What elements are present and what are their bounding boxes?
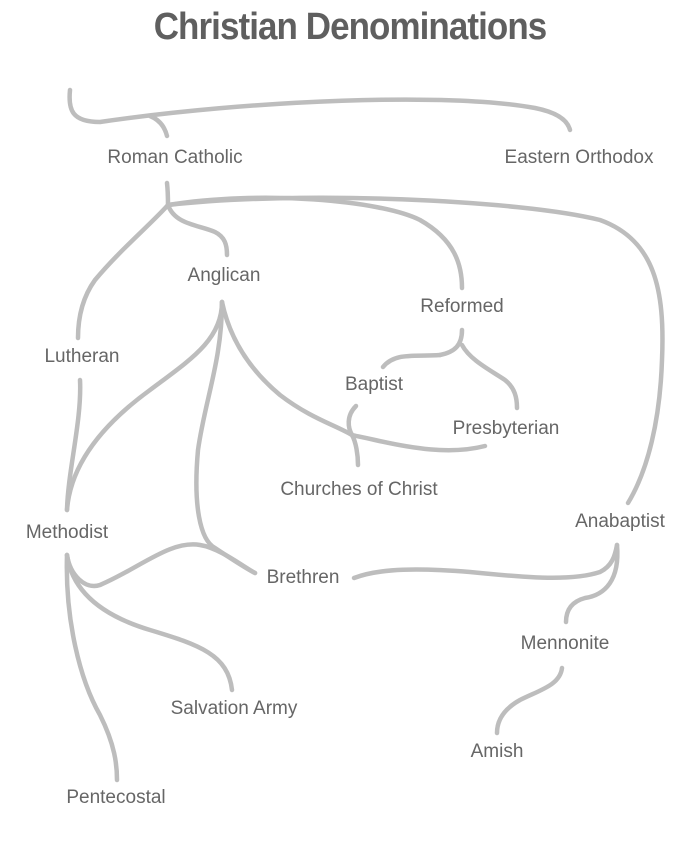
connector-mennonite-amish [494, 665, 565, 736]
node-brethren: Brethren [266, 567, 340, 588]
connector-rc-top [147, 113, 170, 139]
connector-anglican-methodist [64, 299, 225, 513]
connector-reformed-baptist [380, 352, 443, 370]
connector-anabaptist-mennonite [563, 542, 620, 625]
connector-rc-stem [164, 180, 171, 208]
node-baptist: Baptist [344, 374, 404, 395]
node-presbyterian: Presbyterian [452, 418, 560, 439]
node-mennonite: Mennonite [520, 633, 610, 654]
node-reformed: Reformed [420, 296, 504, 317]
connector-rc-anabaptist [165, 195, 665, 506]
node-lutheran: Lutheran [44, 346, 120, 367]
connector-reformed-presbyterian [459, 342, 520, 411]
connector-rc-lutheran [75, 202, 171, 341]
node-methodist: Methodist [25, 522, 109, 543]
connector-rc-anglican [165, 202, 230, 258]
connector-methodist-salvation [64, 552, 235, 693]
node-anglican: Anglican [187, 265, 261, 286]
connector-presbyterian-coc [349, 432, 488, 453]
diagram-title: Christian Denominations [153, 6, 548, 48]
node-churches-of-christ: Churches of Christ [280, 479, 438, 500]
connector-brethren-anabaptist [351, 542, 620, 581]
node-anabaptist: Anabaptist [575, 511, 665, 532]
node-pentecostal: Pentecostal [66, 787, 166, 808]
connector-rc-eo [67, 87, 573, 133]
connector-methodist-pentecostal [64, 552, 120, 783]
connector-reformed-stem [437, 327, 465, 358]
node-roman-catholic: Roman Catholic [107, 147, 243, 168]
connector-anglican-coc [219, 299, 355, 438]
node-eastern-orthodox: Eastern Orthodox [504, 147, 654, 168]
connector-methodist-brethren [64, 542, 258, 589]
node-amish: Amish [470, 741, 524, 762]
node-salvation-army: Salvation Army [170, 698, 298, 719]
